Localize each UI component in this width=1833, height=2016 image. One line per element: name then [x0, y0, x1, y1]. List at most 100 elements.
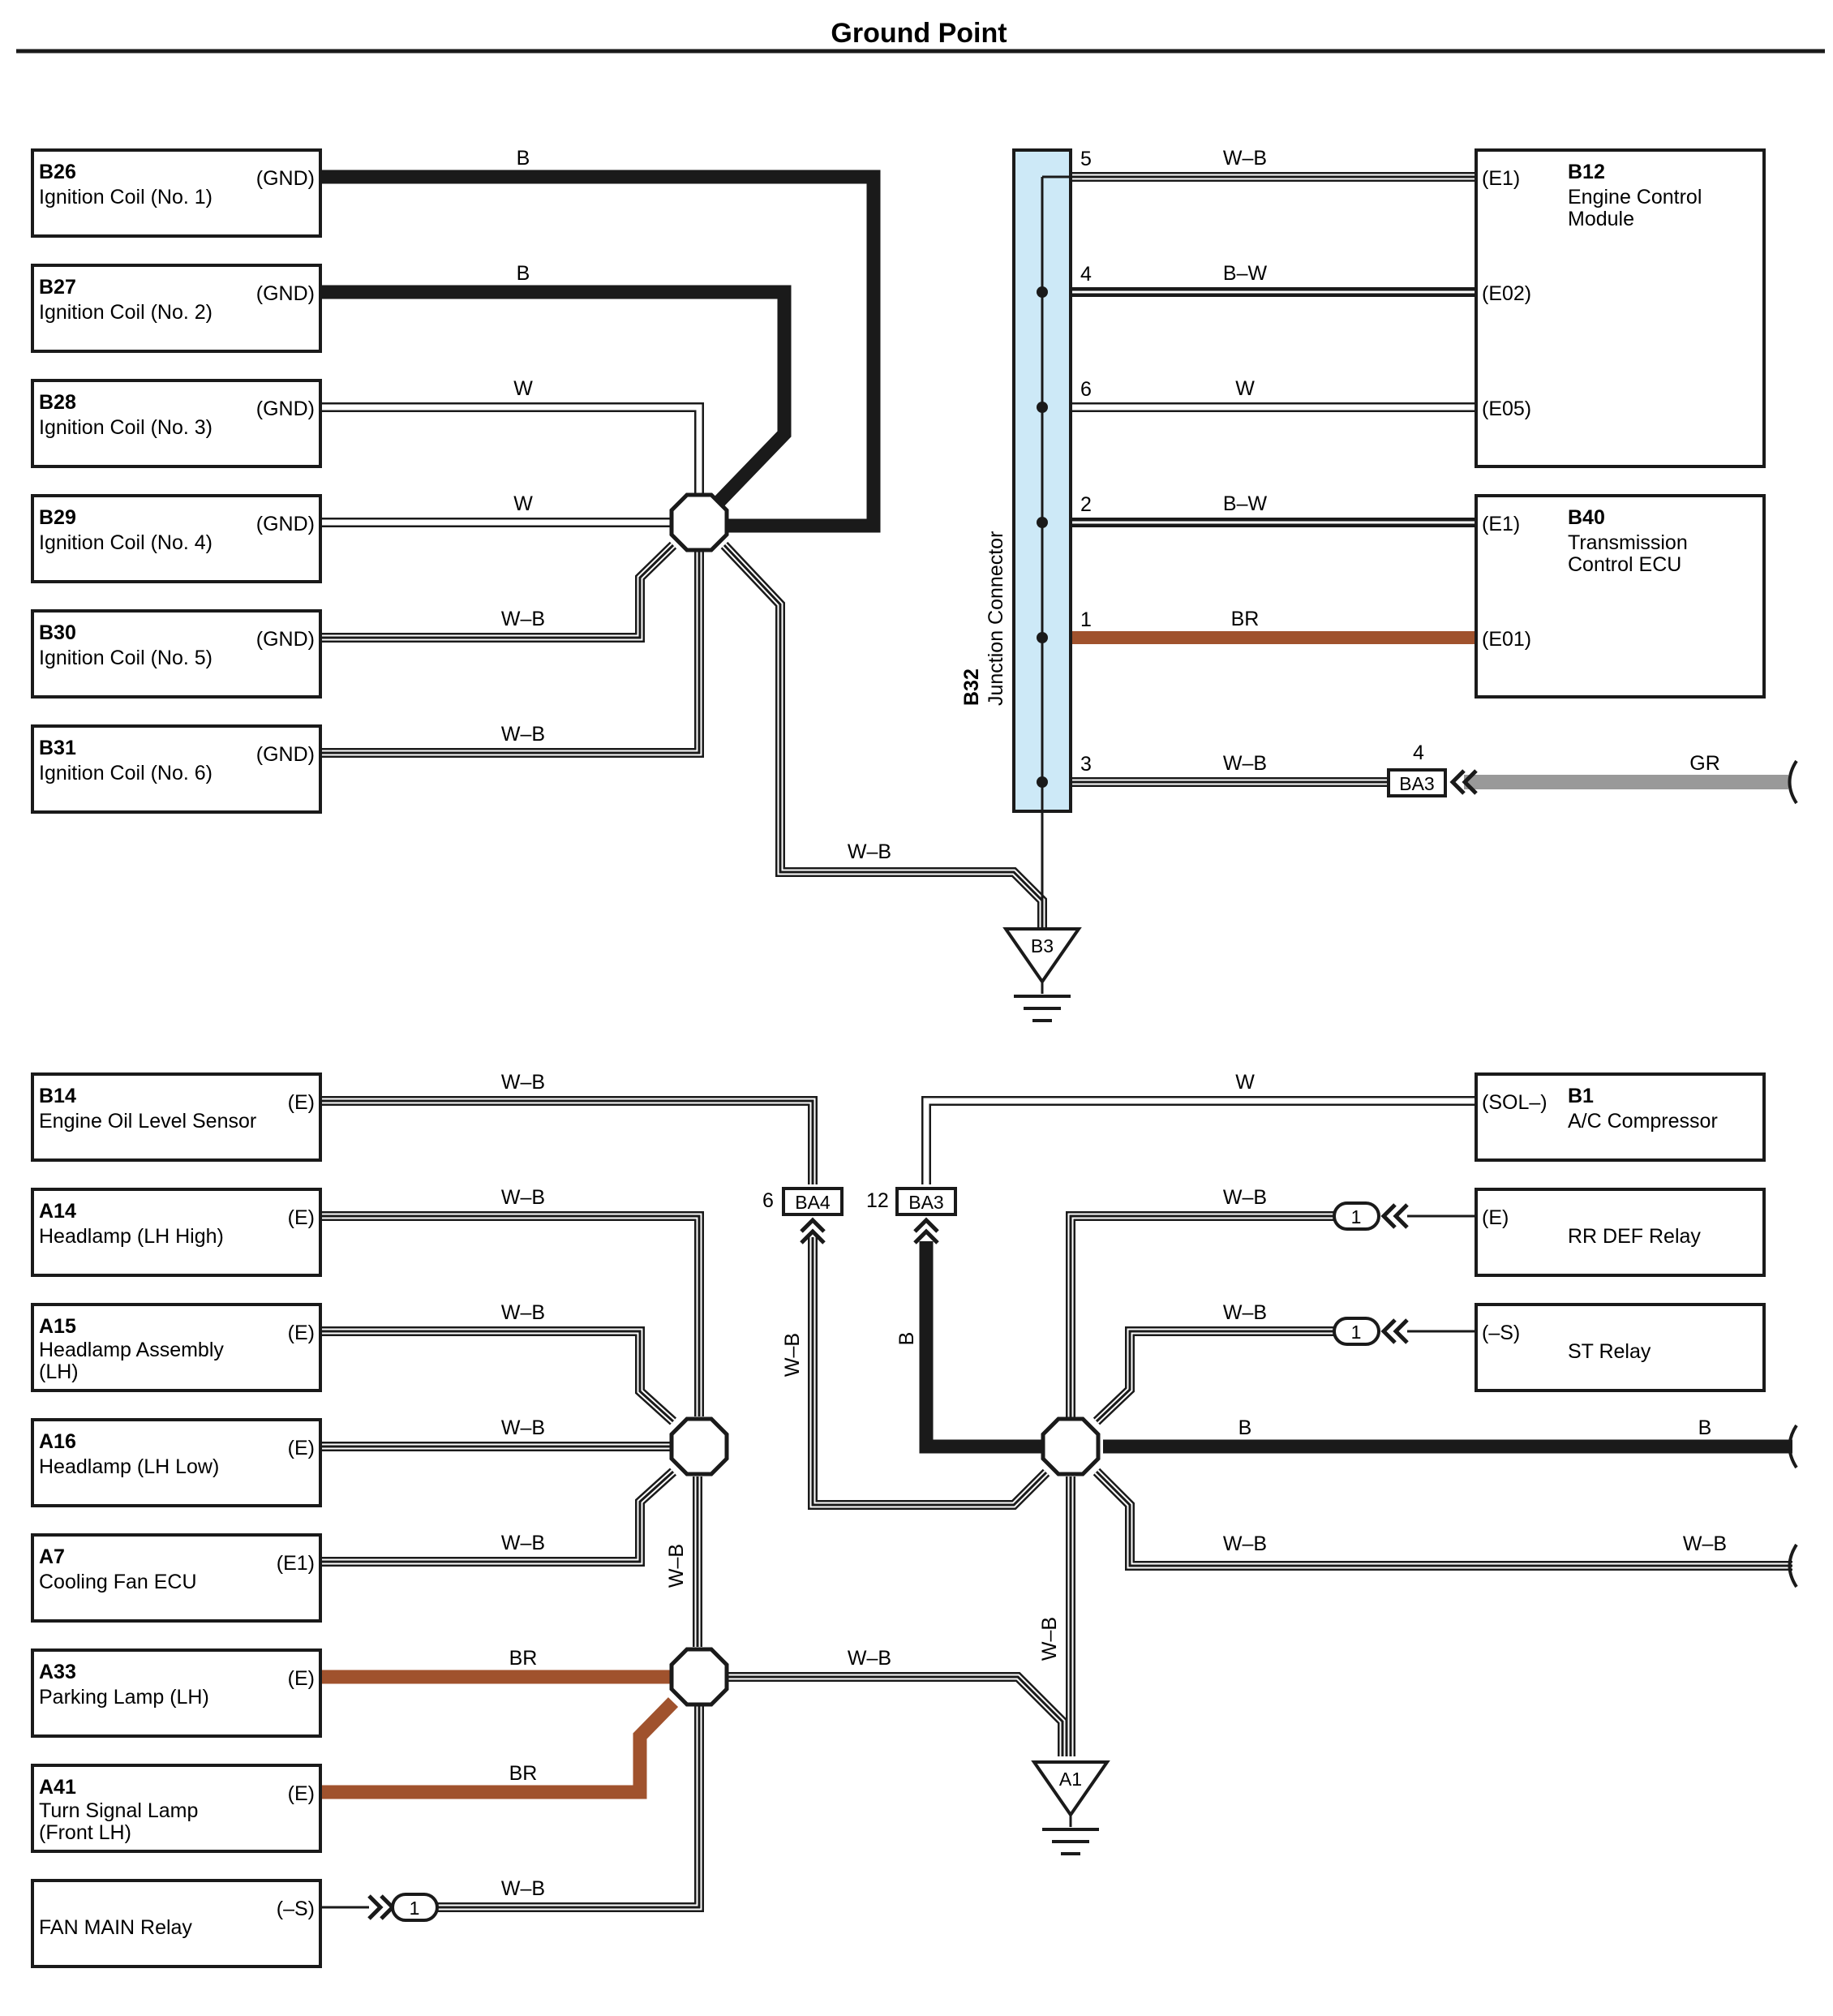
wire-wb-right	[1093, 1468, 1792, 1571]
connector-ba3-top: 4 BA3	[1387, 741, 1478, 797]
a41-name2: (Front LH)	[39, 1821, 131, 1844]
b30-name: Ignition Coil (No. 5)	[39, 647, 212, 669]
a33-name: Parking Lamp (LH)	[39, 1686, 209, 1709]
b31-name: Ignition Coil (No. 6)	[39, 762, 212, 784]
a14-code: A14	[39, 1200, 76, 1223]
component-a16: A16 Headlamp (LH Low) (E)	[31, 1418, 322, 1507]
b12-name1: Engine Control	[1568, 186, 1702, 208]
a7-code: A7	[39, 1545, 65, 1568]
st-relay-name: ST Relay	[1568, 1340, 1651, 1363]
lbl-j3: W–B	[1223, 752, 1267, 775]
b28-code: B28	[39, 391, 76, 414]
wire-b1	[921, 1096, 1476, 1184]
a14-name: Headlamp (LH High)	[39, 1225, 224, 1248]
wire-a14	[320, 1211, 704, 1416]
pin-j1: 1	[1080, 608, 1092, 631]
wire-a41	[320, 1697, 679, 1799]
splice-mid-left	[669, 1416, 729, 1477]
lbl-gr: GR	[1689, 752, 1720, 775]
component-rr-def: RR DEF Relay (E)	[1475, 1188, 1766, 1277]
a7-pin: (E1)	[277, 1552, 315, 1575]
lbl-b31: W–B	[501, 723, 545, 746]
b1-pin: (SOL–)	[1482, 1091, 1548, 1114]
lbl-between: W–B	[848, 1647, 891, 1670]
component-b29: B29 Ignition Coil (No. 4) (GND)	[31, 494, 322, 583]
a16-pin: (E)	[288, 1437, 315, 1459]
ba3-bottom-pin: 12	[866, 1189, 889, 1212]
junction-connector-b32: B32 Junction Connector 5 4 6 2 1 3	[960, 148, 1092, 813]
ground-a1: A1	[1031, 1760, 1110, 1855]
component-b28: B28 Ignition Coil (No. 3) (GND)	[31, 379, 322, 468]
lbl-st: W–B	[1223, 1301, 1267, 1324]
lbl-vert-left: W–B	[665, 1544, 688, 1588]
a33-pin: (E)	[288, 1667, 315, 1690]
a41-name1: Turn Signal Lamp	[39, 1799, 198, 1822]
junction-dot-1	[1037, 632, 1048, 643]
ba3-top-pin: 4	[1413, 741, 1424, 764]
b32-name: Junction Connector	[985, 531, 1007, 706]
wires-bottom	[320, 1096, 1792, 1912]
wire-b28	[320, 402, 704, 503]
b31-pin: (GND)	[256, 743, 315, 766]
a15-name1: Headlamp Assembly	[39, 1339, 224, 1361]
wire-between	[724, 1672, 1067, 1756]
wire-b30	[320, 541, 677, 643]
b29-name: Ignition Coil (No. 4)	[39, 531, 212, 554]
lbl-a41: BR	[509, 1762, 538, 1785]
a41-pin: (E)	[288, 1782, 315, 1805]
splice-mid-right	[1041, 1416, 1101, 1477]
junction-dot-3	[1037, 776, 1048, 788]
component-b12: B12 Engine Control Module (E1) (E02) (E0…	[1475, 148, 1766, 468]
component-a33: A33 Parking Lamp (LH) (E)	[31, 1648, 322, 1738]
b12-name2: Module	[1568, 208, 1634, 230]
wire-b31	[320, 550, 704, 758]
rr-def-conn-label: 1	[1351, 1206, 1362, 1227]
fan-conn-label: 1	[410, 1898, 420, 1919]
a33-code: A33	[39, 1661, 76, 1683]
lbl-a14: W–B	[501, 1186, 545, 1209]
lbl-b-right2: B	[1698, 1416, 1712, 1439]
component-fan-main: FAN MAIN Relay (–S)	[31, 1879, 322, 1968]
pin-j4: 4	[1080, 263, 1092, 286]
a15-pin: (E)	[288, 1322, 315, 1344]
lbl-b29: W	[513, 492, 533, 515]
connector-ba3-bottom: 12 BA3	[866, 1187, 957, 1244]
b27-name: Ignition Coil (No. 2)	[39, 301, 212, 324]
b40-code: B40	[1568, 506, 1605, 529]
b31-code: B31	[39, 737, 76, 759]
pin-j3: 3	[1080, 753, 1092, 776]
lbl-rr-def: W–B	[1223, 1186, 1267, 1209]
a14-pin: (E)	[288, 1206, 315, 1229]
junction-dot-2	[1037, 517, 1048, 528]
a7-name: Cooling Fan ECU	[39, 1571, 197, 1593]
a16-name: Headlamp (LH Low)	[39, 1455, 219, 1478]
lbl-to-b3: W–B	[848, 840, 891, 863]
junction-dot-6	[1037, 402, 1048, 413]
component-b31: B31 Ignition Coil (No. 6) (GND)	[31, 724, 322, 814]
ground-b3: B3	[1002, 927, 1082, 1022]
component-a15: A15 Headlamp Assembly (LH) (E)	[31, 1303, 322, 1392]
lbl-wb-right2: W–B	[1683, 1532, 1727, 1555]
b12-code: B12	[1568, 161, 1605, 183]
lbl-fan: W–B	[501, 1877, 545, 1900]
b1-name: A/C Compressor	[1568, 1110, 1718, 1133]
lbl-b26: B	[517, 147, 530, 170]
lbl-a16: W–B	[501, 1416, 545, 1439]
component-b40: B40 Transmission Control ECU (E1) (E01)	[1475, 494, 1766, 699]
wire-ba3-down	[919, 1241, 1046, 1454]
b14-code: B14	[39, 1085, 76, 1107]
pin-j5: 5	[1080, 148, 1092, 170]
rr-def-pin: (E)	[1482, 1206, 1509, 1229]
splice-top	[669, 492, 729, 552]
ba4-pin: 6	[762, 1189, 774, 1212]
ground-b3-label: B3	[1031, 935, 1054, 956]
b14-pin: (E)	[288, 1091, 315, 1114]
b30-pin: (GND)	[256, 628, 315, 651]
lbl-vert-right: W–B	[1038, 1617, 1061, 1661]
lbl-b30: W–B	[501, 608, 545, 630]
wire-breaks	[1788, 759, 1798, 1588]
b28-pin: (GND)	[256, 398, 315, 420]
lbl-j4: B–W	[1223, 262, 1268, 285]
b29-pin: (GND)	[256, 513, 315, 535]
